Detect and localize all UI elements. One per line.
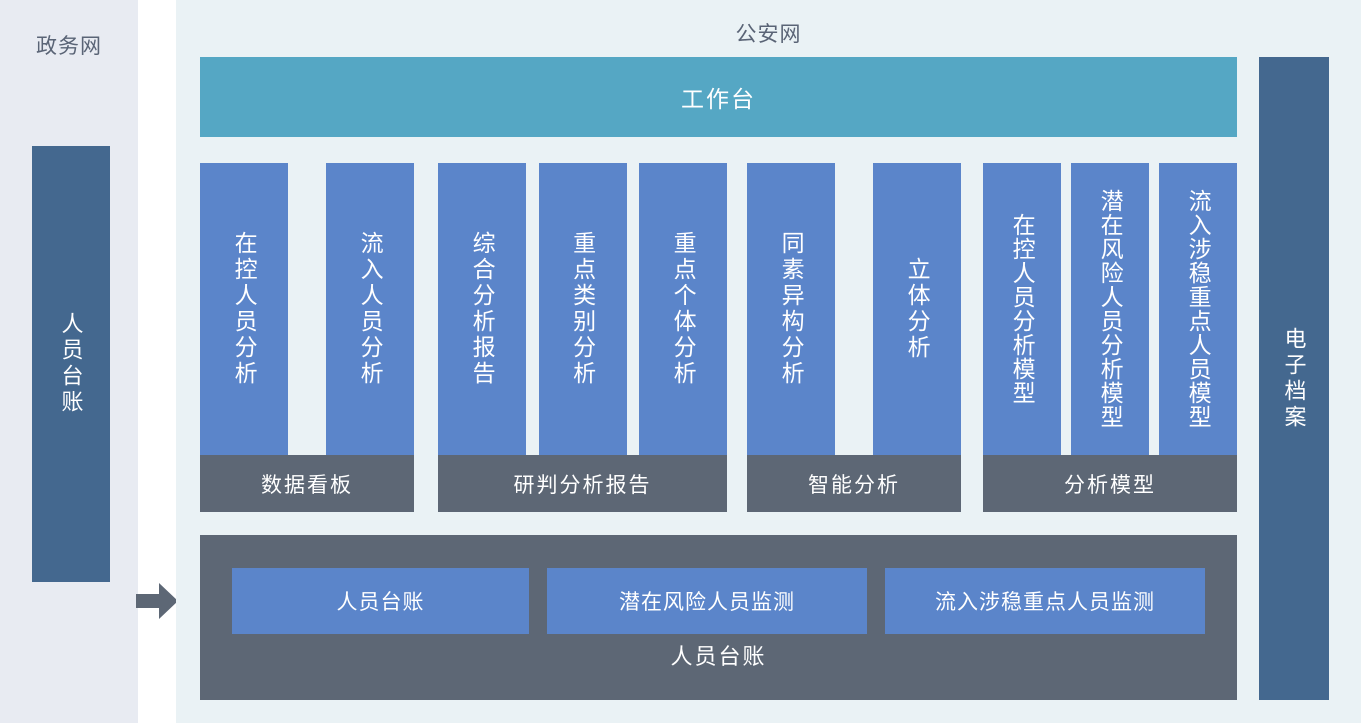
group-cards: 在控人员分析 流入人员分析 — [200, 163, 414, 455]
card-isomer-heterogeneous-analysis[interactable]: 同素异构分析 — [747, 163, 835, 455]
public-security-network-board: 公安网 工作台 在控人员分析 流入人员分析 数据看板 — [176, 0, 1361, 723]
tile-personnel-ledger[interactable]: 人员台账 — [232, 568, 529, 634]
tile-potential-risk-personnel-monitoring[interactable]: 潜在风险人员监测 — [547, 568, 867, 634]
group-label-judgment-analysis-report: 研判分析报告 — [438, 455, 727, 512]
group-cards: 综合分析报告 重点类别分析 重点个体分析 — [438, 163, 727, 455]
tile-inflow-key-stability-personnel-monitoring[interactable]: 流入涉稳重点人员监测 — [885, 568, 1205, 634]
card-controlled-personnel-analysis[interactable]: 在控人员分析 — [200, 163, 288, 455]
card-label: 流入涉稳重点人员模型 — [1185, 189, 1212, 429]
group-label-data-dashboard: 数据看板 — [200, 455, 414, 512]
module-groups-row: 在控人员分析 流入人员分析 数据看板 综合分析报告 重点类别 — [200, 163, 1237, 512]
group-label-text: 研判分析报告 — [513, 473, 652, 497]
tile-label: 人员台账 — [336, 591, 425, 614]
workbench-bar[interactable]: 工作台 — [200, 57, 1237, 137]
government-network-title: 政务网 — [36, 35, 102, 58]
personnel-ledger-source-label: 人员台账 — [58, 312, 84, 416]
card-label: 综合分析报告 — [469, 231, 496, 387]
card-inflow-personnel-analysis[interactable]: 流入人员分析 — [326, 163, 414, 455]
card-controlled-personnel-analysis-model[interactable]: 在控人员分析模型 — [983, 163, 1061, 455]
card-label: 在控人员分析模型 — [1009, 213, 1036, 405]
card-label: 在控人员分析 — [231, 231, 258, 387]
personnel-ledger-section: 人员台账 潜在风险人员监测 流入涉稳重点人员监测 人员台账 — [200, 535, 1237, 700]
group-analysis-model: 在控人员分析模型 潜在风险人员分析模型 流入涉稳重点人员模型 分析模型 — [983, 163, 1237, 512]
tile-label: 潜在风险人员监测 — [619, 591, 795, 614]
workbench-label: 工作台 — [681, 86, 756, 112]
arrow-right-icon — [136, 583, 178, 619]
electronic-archive-label: 电子档案 — [1281, 326, 1307, 431]
personnel-ledger-source-card[interactable]: 人员台账 — [32, 146, 110, 582]
card-key-individual-analysis[interactable]: 重点个体分析 — [639, 163, 727, 455]
group-data-dashboard: 在控人员分析 流入人员分析 数据看板 — [200, 163, 414, 512]
group-label-text: 数据看板 — [261, 473, 353, 497]
electronic-archive-card[interactable]: 电子档案 — [1259, 57, 1329, 700]
government-network-panel: 政务网 人员台账 — [0, 0, 138, 723]
card-label: 同素异构分析 — [778, 231, 805, 387]
ledger-section-label: 人员台账 — [670, 644, 767, 669]
card-label: 流入人员分析 — [357, 231, 384, 387]
group-label-analysis-model: 分析模型 — [983, 455, 1237, 512]
card-inflow-key-stability-personnel-model[interactable]: 流入涉稳重点人员模型 — [1159, 163, 1237, 455]
card-label: 重点个体分析 — [670, 231, 697, 387]
group-intelligent-analysis: 同素异构分析 立体分析 智能分析 — [747, 163, 961, 512]
group-judgment-analysis-report: 综合分析报告 重点类别分析 重点个体分析 研判分析报告 — [438, 163, 727, 512]
card-label: 重点类别分析 — [569, 231, 596, 387]
card-label: 立体分析 — [904, 257, 931, 361]
group-cards: 同素异构分析 立体分析 — [747, 163, 961, 455]
tile-label: 流入涉稳重点人员监测 — [935, 591, 1155, 614]
group-label-text: 分析模型 — [1064, 473, 1156, 497]
card-stereoscopic-analysis[interactable]: 立体分析 — [873, 163, 961, 455]
group-label-intelligent-analysis: 智能分析 — [747, 455, 961, 512]
group-cards: 在控人员分析模型 潜在风险人员分析模型 流入涉稳重点人员模型 — [983, 163, 1237, 455]
card-label: 潜在风险人员分析模型 — [1097, 189, 1124, 429]
card-comprehensive-analysis-report[interactable]: 综合分析报告 — [438, 163, 526, 455]
group-label-text: 智能分析 — [808, 473, 900, 497]
card-key-category-analysis[interactable]: 重点类别分析 — [538, 163, 627, 455]
public-security-network-title: 公安网 — [735, 23, 802, 46]
ledger-tiles: 人员台账 潜在风险人员监测 流入涉稳重点人员监测 — [232, 568, 1205, 634]
card-potential-risk-personnel-analysis-model[interactable]: 潜在风险人员分析模型 — [1071, 163, 1149, 455]
